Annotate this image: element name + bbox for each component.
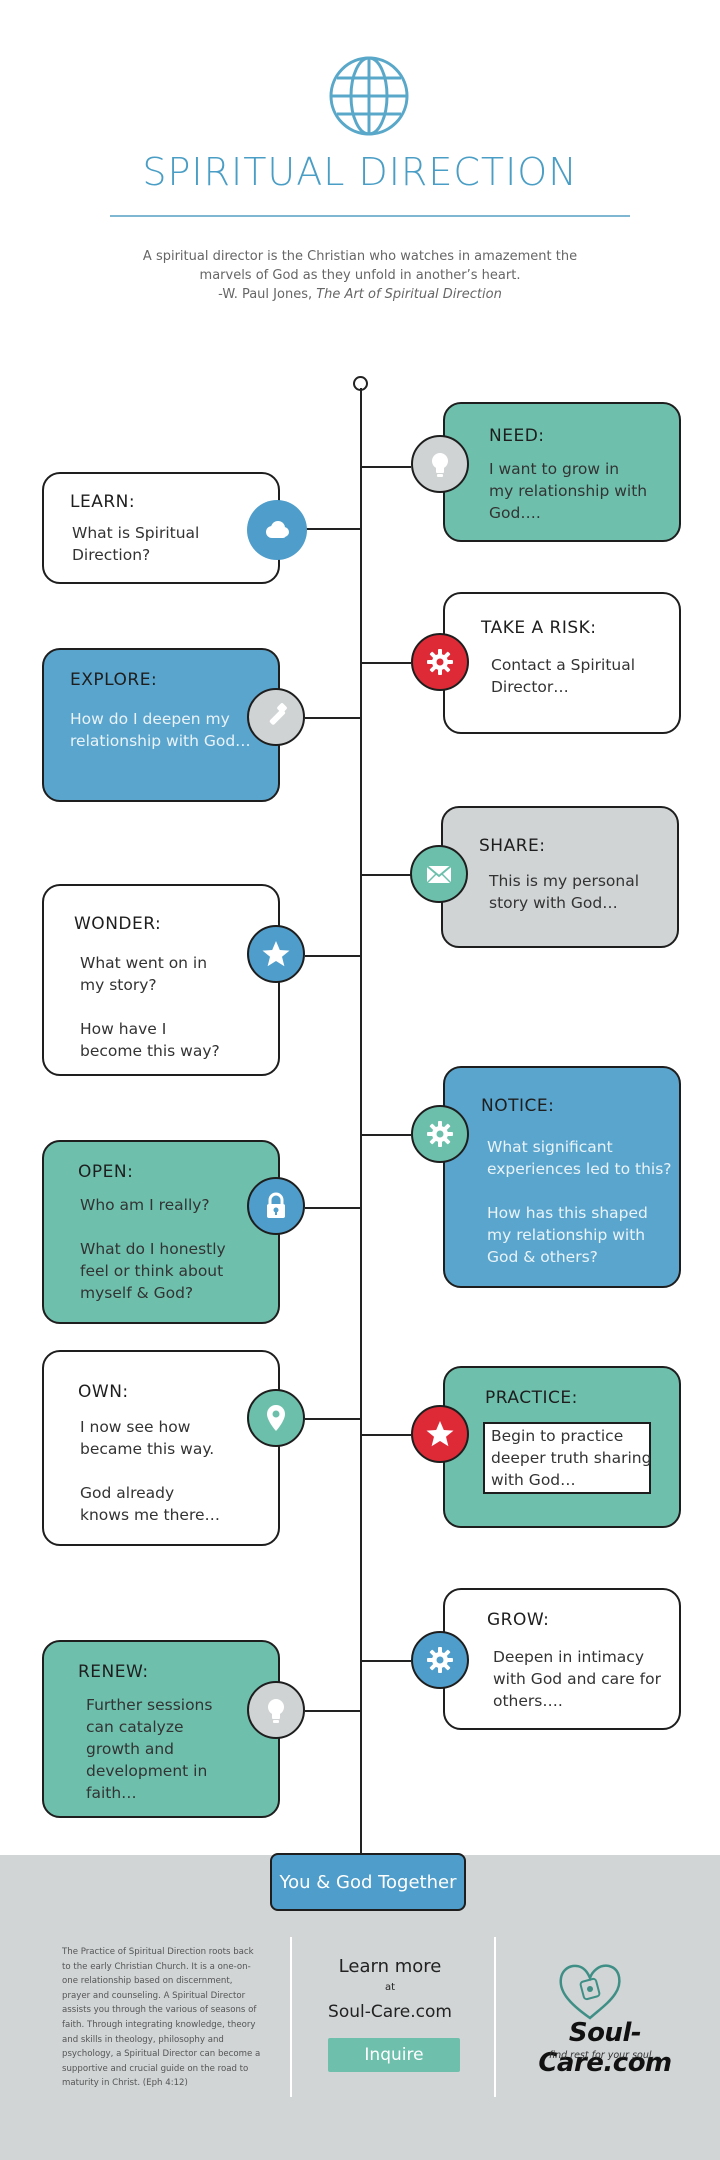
lightbulb-icon [247, 1681, 305, 1739]
star-icon [247, 925, 305, 983]
card-renew-text: Further sessions can catalyze growth and… [86, 1696, 213, 1802]
practice-text-box [483, 1422, 651, 1494]
lock-icon [247, 1177, 305, 1235]
card-learn-heading: LEARN: [70, 492, 136, 512]
branch-wonder [305, 955, 361, 957]
brand-name: Soul-Care.com [538, 2018, 672, 2078]
card-take-risk-heading: TAKE A RISK: [481, 618, 597, 638]
branch-renew [305, 1710, 361, 1712]
quote-attribution: -W. Paul Jones, [218, 287, 317, 302]
card-grow: GROW: Deepen in intimacy with God and ca… [443, 1588, 681, 1730]
card-wonder: WONDER: What went on in my story? How ha… [42, 884, 280, 1076]
card-share-heading: SHARE: [479, 836, 546, 856]
footer-divider-left [290, 1937, 292, 2097]
brand-tagline: find rest for your soul… [548, 2050, 662, 2061]
cloud-icon [247, 500, 307, 560]
footer-about-text: The Practice of Spiritual Direction root… [62, 1947, 261, 2089]
card-explore: EXPLORE: How do I deepen my relationship… [42, 648, 280, 802]
gear-icon [411, 633, 469, 691]
quote-line-2: marvels of God as they unfold in another… [199, 268, 521, 283]
branch-learn [305, 528, 361, 530]
branch-take-risk [361, 662, 411, 664]
card-own: OWN: I now see how became this way. God … [42, 1350, 280, 1546]
card-notice: NOTICE: What significant experiences led… [443, 1066, 681, 1288]
branch-need [361, 466, 411, 468]
card-take-risk-text: Contact a Spiritual Director… [491, 656, 636, 696]
page-title: SPIRITUAL DIRECTION [142, 150, 578, 194]
card-need-text: I want to grow in my relationship with G… [489, 460, 648, 522]
card-open-text: Who am I really? What do I honestly feel… [80, 1196, 226, 1302]
card-open-heading: OPEN: [78, 1162, 134, 1182]
card-own-heading: OWN: [78, 1382, 129, 1402]
card-practice-text: Begin to practice deeper truth sharing w… [491, 1427, 652, 1489]
envelope-icon [410, 845, 468, 903]
quote-line-1: A spiritual director is the Christian wh… [142, 249, 578, 264]
learn-more-site[interactable]: Soul-Care.com [328, 2002, 452, 2022]
card-own-text: I now see how became this way. God alrea… [80, 1418, 221, 1524]
card-notice-heading: NOTICE: [481, 1096, 555, 1116]
quote-book-title: The Art of Spiritual Direction [316, 287, 502, 302]
card-wonder-heading: WONDER: [74, 914, 162, 934]
lightbulb-icon [411, 435, 469, 493]
card-explore-heading: EXPLORE: [70, 670, 158, 690]
branch-share [361, 874, 411, 876]
together-banner: You & God Together [270, 1853, 466, 1911]
title-divider [110, 215, 630, 217]
card-learn: LEARN: What is Spiritual Direction? [42, 472, 280, 584]
footer-divider-right [494, 1937, 496, 2097]
card-notice-text: What significant experiences led to this… [487, 1138, 672, 1266]
card-take-risk: TAKE A RISK: Contact a Spiritual Directo… [443, 592, 681, 734]
card-share: SHARE: This is my personal story with Go… [441, 806, 679, 948]
timeline-spine [360, 388, 362, 1858]
learn-more-at: at [384, 1982, 396, 1993]
card-practice-heading: PRACTICE: [485, 1388, 578, 1408]
branch-own [305, 1418, 361, 1420]
eyedropper-icon [247, 688, 305, 746]
card-share-text: This is my personal story with God… [489, 872, 640, 912]
branch-open [305, 1207, 361, 1209]
star-icon [411, 1405, 469, 1463]
map-pin-icon [247, 1389, 305, 1447]
gear-icon [411, 1105, 469, 1163]
branch-notice [361, 1134, 411, 1136]
learn-more-label: Learn more [338, 1956, 442, 1977]
card-explore-text: How do I deepen my relationship with God… [70, 710, 251, 750]
inquire-button[interactable]: Inquire [328, 2038, 460, 2072]
globe-icon [327, 54, 411, 138]
branch-practice [361, 1434, 411, 1436]
card-practice: PRACTICE: Begin to practice deeper truth… [443, 1366, 681, 1528]
branch-grow [361, 1660, 411, 1662]
card-renew-heading: RENEW: [78, 1662, 149, 1682]
card-grow-heading: GROW: [487, 1610, 550, 1630]
branch-explore [305, 717, 361, 719]
card-need-heading: NEED: [489, 426, 545, 446]
gear-icon [411, 1631, 469, 1689]
card-need: NEED: I want to grow in my relationship … [443, 402, 681, 542]
heart-logo-icon [555, 1960, 625, 2022]
quote: A spiritual director is the Christian wh… [120, 247, 600, 304]
card-open: OPEN: Who am I really? What do I honestl… [42, 1140, 280, 1324]
card-learn-text: What is Spiritual Direction? [72, 524, 200, 564]
card-renew: RENEW: Further sessions can catalyze gro… [42, 1640, 280, 1818]
card-grow-text: Deepen in intimacy with God and care for… [493, 1648, 661, 1710]
card-wonder-text: What went on in my story? How have I bec… [80, 954, 220, 1060]
